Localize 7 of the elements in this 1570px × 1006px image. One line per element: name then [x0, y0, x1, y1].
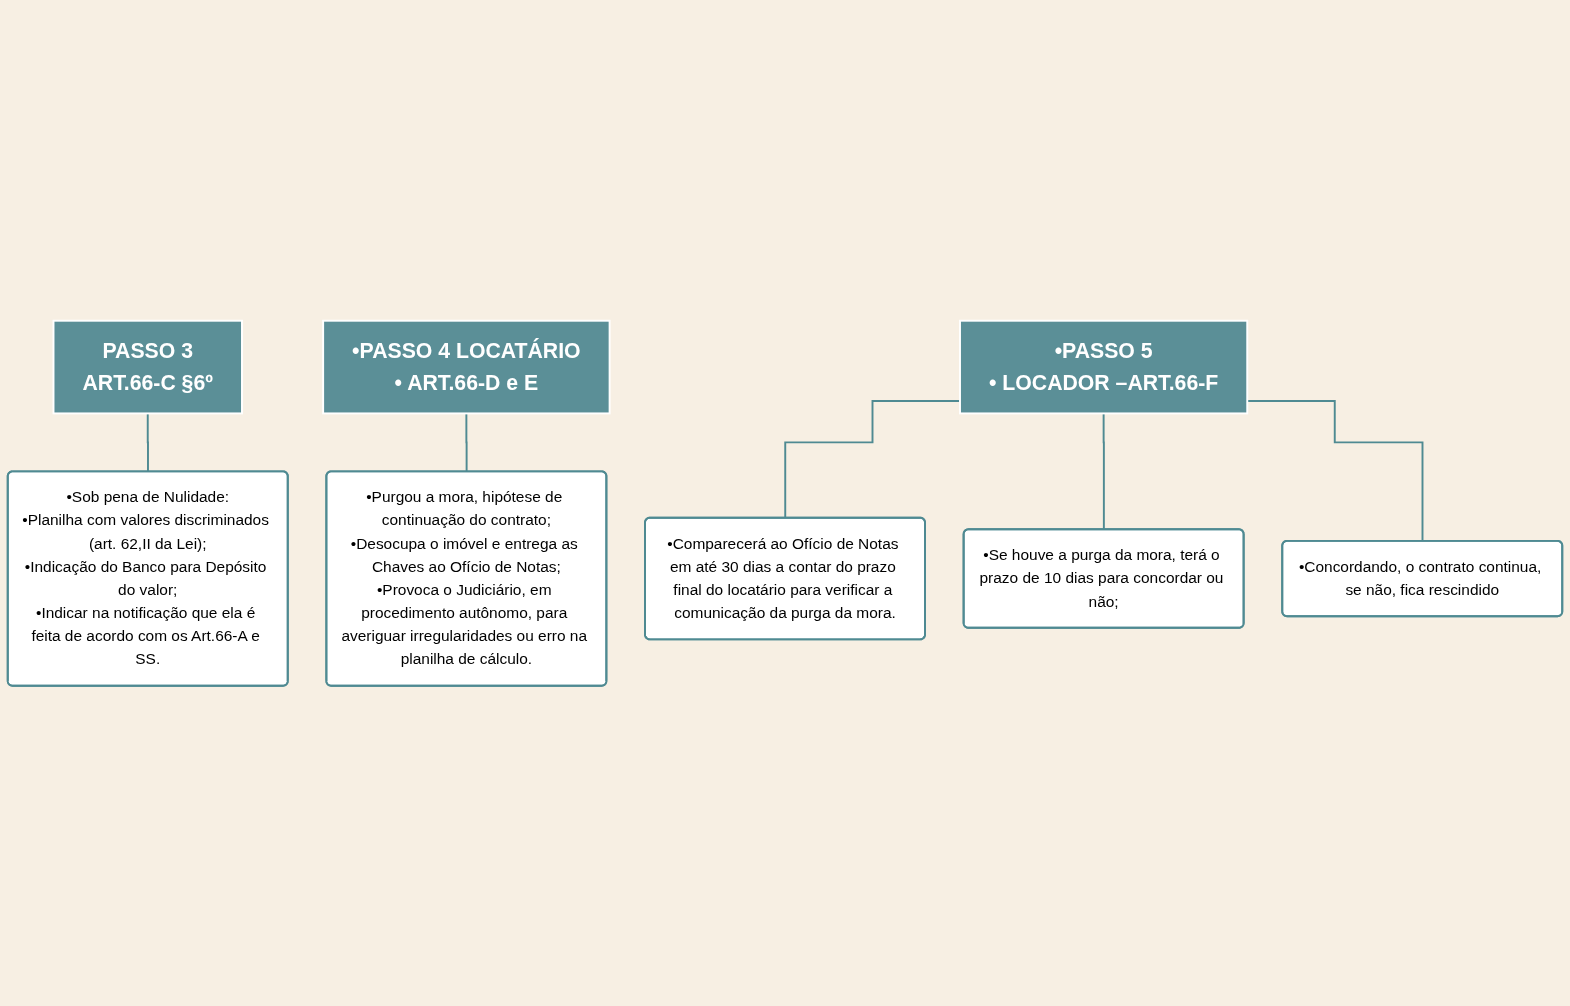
connector — [784, 399, 961, 519]
node-box: •PASSO 5 • LOCADOR –ART.66-F — [959, 319, 1249, 415]
connector — [465, 412, 468, 473]
node-box: PASSO 3 ART.66-C §6º — [52, 319, 243, 415]
connector — [146, 412, 150, 473]
node-box: •PASSO 4 LOCATÁRIO • ART.66-D e E — [322, 319, 611, 415]
connector — [1102, 412, 1106, 531]
